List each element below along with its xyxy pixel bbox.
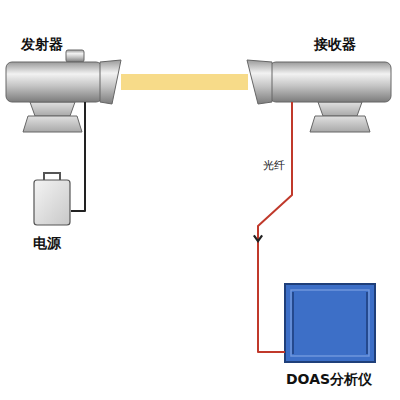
- power-supply-figure: [34, 173, 70, 225]
- node-label: 电源: [33, 236, 61, 251]
- light-beam: [121, 82, 248, 83]
- node-label: 发射器: [21, 37, 63, 52]
- receiver-figure: [247, 60, 391, 132]
- analyzer-node: DOAS分析仪: [285, 284, 375, 362]
- optical-fiber: [254, 102, 292, 352]
- receiver-node: 接收器: [246, 60, 392, 104]
- edge-label: 光纤: [262, 160, 286, 172]
- emitter-node: 发射器: [5, 60, 123, 104]
- arrow-head: [254, 235, 262, 241]
- optical-fiber-path: [258, 102, 292, 352]
- emitter-figure: [6, 50, 121, 132]
- analyzer-figure: [285, 284, 375, 362]
- power-cable: [71, 102, 85, 211]
- power-cable-path: [71, 102, 85, 211]
- light-beam-path: [121, 74, 248, 90]
- node-label: 接收器: [314, 37, 356, 52]
- node-label: DOAS分析仪: [286, 372, 372, 387]
- power-supply-node: 电源: [33, 172, 71, 226]
